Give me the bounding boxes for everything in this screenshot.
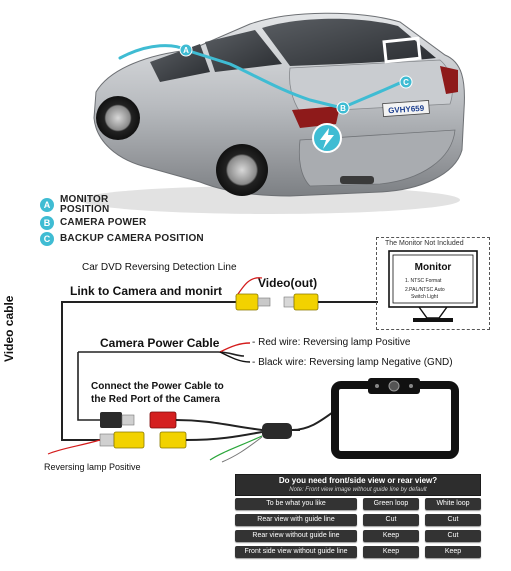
label-connect-line2: the Red Port of the Camera [91,394,220,405]
table-cell-green: Cut [363,514,419,526]
red-power-plug [100,411,177,429]
license-plate-text: GVHY659 [388,104,425,116]
tail-light-left [292,106,340,128]
svg-text:A: A [183,46,189,55]
legend-badge-c: C [40,232,54,246]
yellow-rca-plug-top [235,293,271,311]
legend-item-c: C BACKUP CAMERA POSITION [40,232,204,246]
marker-c: C [399,75,413,89]
monitor-note-3: Switch Light [411,294,438,300]
yellow-rca-jack-top [283,293,319,311]
car-illustration: GVHY659 A B C [80,12,465,214]
loop-config-table: Do you need front/side view or rear view… [235,474,481,558]
tail-light-right [440,66,458,94]
camera-cable [175,419,300,431]
yellow-rca-plug-bottom [99,431,187,449]
power-cable-line [78,351,245,357]
table-header: Do you need front/side view or rear view… [235,474,481,496]
power-cable-line-2 [77,352,100,421]
monitor-caption: The Monitor Not Included [385,240,464,247]
table-cell-label: Rear view with guide line [235,514,357,526]
exhaust [340,176,374,184]
label-link-camera: Link to Camera and monirt [70,284,223,298]
legend-text-c: BACKUP CAMERA POSITION [60,233,204,244]
table-cell-white: White loop [425,498,481,510]
camera-cable-3 [291,409,337,431]
black-wire [219,351,251,363]
license-plate-camera-frame [331,378,459,459]
label-red-wire: - Red wire: Reversing lamp Positive [252,337,411,348]
rear-window [262,18,436,66]
table-cell-green: Keep [363,546,419,558]
table-cell-green: Green loop [363,498,419,510]
monitor-box: The Monitor Not Included Monitor 1. NTSC… [376,237,490,330]
cable-path [118,44,404,110]
monitor-note-2: 2.PAL/NTSC Auto [405,287,445,293]
monitor-note-1: 1. NTSC Format [405,278,442,284]
table-cell-white: Cut [425,514,481,526]
rear-window-monitor [382,36,422,64]
label-car-dvd: Car DVD Reversing Detection Line [82,262,237,273]
marker-a: A [179,43,193,57]
legend-text-b: CAMERA POWER [60,217,147,228]
legend-badge-b: B [40,216,54,230]
camera-cable-2 [185,431,263,441]
label-video-out: Video(out) [258,276,318,290]
cable-junction-box [262,423,292,439]
monitor-icon [388,250,478,322]
table-cell-label: Front side view without guide line [235,546,357,558]
license-plate [382,99,430,118]
legend-item-b: B CAMERA POWER [40,216,146,230]
marker-b: B [336,101,350,115]
label-power-cable: Camera Power Cable [100,336,220,350]
reversing-wire [47,439,101,455]
label-reversing-positive: Reversing lamp Positive [44,462,141,472]
legend-item-a: A MONITOR POSITION [40,195,109,215]
table-cell-white: Cut [425,530,481,542]
legend-text-a-line2: POSITION [60,204,110,215]
red-wire [219,342,251,353]
svg-text:C: C [403,78,409,87]
white-loop-wire [221,436,263,463]
label-black-wire: - Black wire: Reversing lamp Negative (G… [252,357,453,368]
legend-badge-a: A [40,198,54,212]
table-cell-label: Rear view without guide line [235,530,357,542]
table-note: Note: Front view image without guide lin… [289,487,427,493]
label-video-cable: Video cable [2,295,16,362]
monitor-title: Monitor [414,262,452,273]
table-cell-green: Keep [363,530,419,542]
table-title: Do you need front/side view or rear view… [278,476,438,485]
green-loop-wire [209,435,263,461]
legend-text-a-line1: MONITOR [60,194,109,205]
power-lightning-icon [312,123,342,153]
wheel-front [96,96,140,140]
wheel-rear [216,144,268,196]
table-cell-white: Keep [425,546,481,558]
table-cell-label: To be what you like [235,498,357,510]
svg-text:B: B [340,104,346,113]
label-connect-line1: Connect the Power Cable to [91,381,224,392]
